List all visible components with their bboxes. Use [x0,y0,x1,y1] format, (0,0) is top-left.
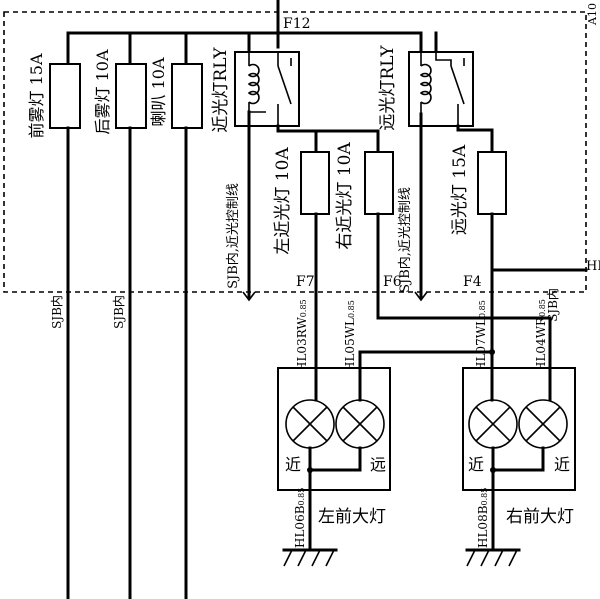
fuse-horn-label: 喇叭 10A [149,57,168,126]
svg-text:HL05WL0.85: HL05WL0.85 [343,300,357,372]
note-sjb-internal-1: SJB内 [50,295,64,329]
fuse-high-beam-label: 远光灯 15A [450,144,470,235]
right-headlamp-label: 右前大灯 [506,507,574,527]
wire-label-left-high: HL05WL0.85 [343,300,357,372]
relay-low-beam-label: 近光灯RLY [211,47,231,133]
note-low-control: SJB内,近光控制线 [225,183,241,289]
fuse-front-fog: 前雾灯 15A [27,53,81,599]
left-headlamp: 近 远 [277,366,391,491]
wire-label-right-low: HL07WL0.85 [474,300,488,372]
fuse-rear-fog: 后雾灯 10A [93,49,147,599]
note-sjb-internal-2: SJB内 [112,295,126,329]
svg-text:HL03RW0.85: HL03RW0.85 [295,299,309,372]
lamp-feed-wiring [314,212,588,370]
right-ground-icon [465,548,521,567]
right-high-label: 近 [554,455,570,474]
fuse-number-f4: F4 [463,274,482,290]
fuse-high-beam: 远光灯 15A [450,144,507,235]
wire-label-left-low: HL03RW0.85 [295,299,309,372]
fuse-rear-fog-label: 后雾灯 10A [93,49,112,134]
left-low-label: 近 [285,455,301,474]
fuse-left-low: 左近光灯 10A [273,147,330,255]
fuse-number-f7: F7 [296,274,315,290]
wire-label-right-high: HL04WR0.85 [534,299,548,372]
fuse-front-fog-label: 前雾灯 15A [27,53,46,138]
left-headlamp-label: 左前大灯 [318,507,386,527]
relay-output-wiring [276,124,494,154]
ground-wiring [308,468,495,552]
svg-text:HL04WR0.85: HL04WR0.85 [534,299,548,372]
wire-label-left-ground: HL06B0.85 [293,488,307,548]
note-sjb-internal-3: SJB内 [546,288,560,322]
fuse-horn: 喇叭 10A [149,57,203,599]
left-ground-icon [282,548,338,567]
note-top-edge: A10 [586,3,599,26]
svg-text:HL07WL0.85: HL07WL0.85 [474,300,488,372]
fuse-right-low-label: 右近光灯 10A [335,142,355,250]
control-wires [242,110,428,302]
relay-low-beam: 近光灯RLY [211,47,300,133]
right-high-bulb-icon [518,399,568,449]
fuse-number-f12: F12 [283,16,311,32]
fuse-right-low: 右近光灯 10A [335,142,394,250]
right-headlamp: 近 近 [462,366,576,491]
svg-text:HL08B0.85: HL08B0.85 [476,488,490,548]
feed-wiring [66,0,438,66]
note-high-control: SJB内,近光控制线 [397,187,413,293]
svg-text:HL06B0.85: HL06B0.85 [293,488,307,548]
note-hl-edge: HL [586,259,600,274]
fuse-left-low-label: 左近光灯 10A [273,147,293,255]
relay-high-beam-label: 远光灯RLY [378,45,398,131]
right-low-label: 近 [468,455,484,474]
relay-high-beam: 远光灯RLY [378,45,474,131]
fuse-number-f6: F6 [383,274,402,290]
wire-label-right-ground: HL08B0.85 [476,488,490,548]
left-high-label: 远 [370,455,386,474]
sjb-boundary [3,11,587,293]
